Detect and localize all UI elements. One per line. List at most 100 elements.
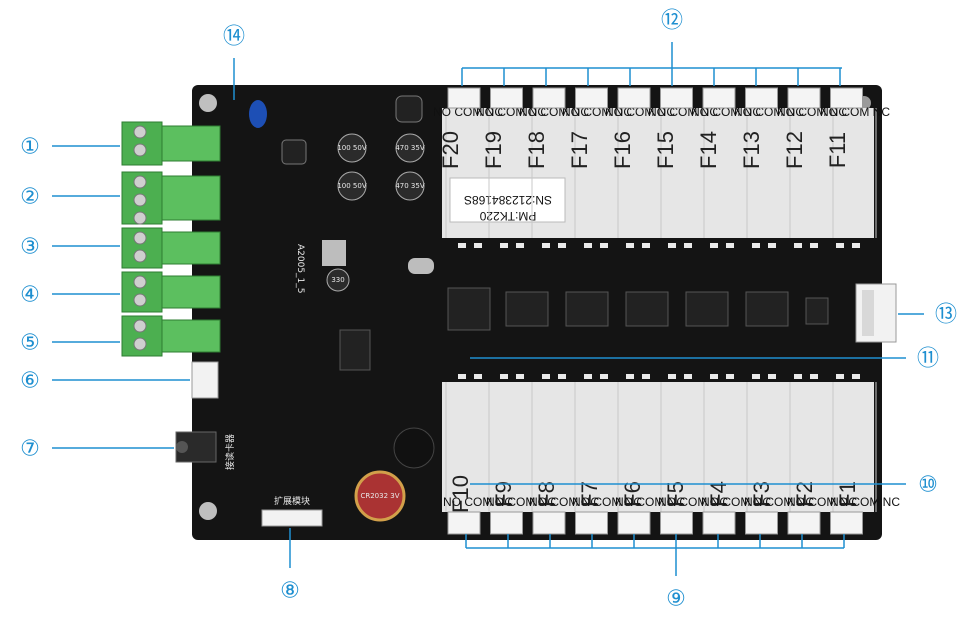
terminal-screw xyxy=(133,249,147,263)
led xyxy=(794,243,802,248)
driver-chip xyxy=(565,291,609,327)
bottom-connector xyxy=(702,511,736,535)
top-relay-label: F17 xyxy=(567,131,592,169)
terminal-screw xyxy=(133,211,147,225)
driver-chip xyxy=(745,291,789,327)
terminal-block-body xyxy=(161,319,221,353)
serial-sticker xyxy=(449,177,566,223)
pin-label: NO COM NC xyxy=(572,495,642,509)
top-relay-label: F20 xyxy=(438,131,463,169)
led xyxy=(726,374,734,379)
callout-leader-12 xyxy=(461,42,842,86)
terminal-screw xyxy=(133,231,147,245)
terminal-screw xyxy=(133,143,147,157)
top-connector xyxy=(617,87,651,109)
top-connector xyxy=(702,87,736,109)
top-connector xyxy=(490,87,523,109)
led xyxy=(668,243,676,248)
callout-10: ⑩ xyxy=(918,472,938,497)
bottom-relay-label: F4 xyxy=(706,481,731,507)
driver-chip xyxy=(685,291,729,327)
led xyxy=(668,374,676,379)
reader-connector xyxy=(191,361,219,399)
top-connector xyxy=(447,87,481,109)
coin-battery xyxy=(354,470,406,522)
led xyxy=(458,243,466,248)
top-connector xyxy=(787,87,821,109)
capacitor xyxy=(395,133,425,163)
pin-label: NO COM NC xyxy=(529,495,599,509)
bottom-connector xyxy=(787,511,821,535)
small-chip xyxy=(805,297,829,325)
led xyxy=(768,243,776,248)
top-relay-label: F16 xyxy=(610,131,635,169)
battery-label: CR2032 3V xyxy=(360,492,399,500)
pin-label: NO COM NC xyxy=(830,495,900,509)
capacitor xyxy=(326,268,350,292)
led xyxy=(810,243,818,248)
top-relay-label: F12 xyxy=(782,131,807,169)
led xyxy=(458,374,466,379)
top-relay-label: F14 xyxy=(696,131,721,169)
callout-leader-9 xyxy=(465,534,845,576)
terminal-screw xyxy=(133,293,147,307)
cap-label: 100 50V xyxy=(337,182,366,190)
led xyxy=(516,374,524,379)
led xyxy=(684,243,692,248)
callout-3: ③ xyxy=(20,234,40,259)
callout-1: ① xyxy=(20,134,40,159)
led xyxy=(810,374,818,379)
led xyxy=(836,243,844,248)
bottom-connector xyxy=(617,511,651,535)
led xyxy=(542,374,550,379)
led xyxy=(752,243,760,248)
model-number: PM:TK220 xyxy=(479,209,536,223)
terminal-screw xyxy=(133,193,147,207)
pin-label: NO COM NC xyxy=(744,495,814,509)
led xyxy=(584,243,592,248)
bottom-relay-label: F6 xyxy=(620,481,645,507)
main-chip xyxy=(339,329,371,371)
driver-chips xyxy=(505,291,789,327)
callout-12: ⑫ xyxy=(661,8,683,33)
bottom-relay-label: F5 xyxy=(663,481,688,507)
cap-label: 470 35V xyxy=(395,182,424,190)
cap-label: 470 35V xyxy=(395,144,424,152)
capacitor xyxy=(395,171,425,201)
callout-4: ④ xyxy=(20,282,40,307)
mounting-hole xyxy=(199,502,217,520)
led xyxy=(500,374,508,379)
led xyxy=(558,243,566,248)
bottom-relay-label: F3 xyxy=(749,481,774,507)
led xyxy=(710,374,718,379)
led xyxy=(768,374,776,379)
led xyxy=(794,374,802,379)
callout-leaders xyxy=(52,42,924,576)
callout-2: ② xyxy=(20,184,40,209)
green-terminal-blocks xyxy=(121,121,221,357)
pin-label: NO COM NC xyxy=(486,495,556,509)
cap-label: 330 xyxy=(331,276,344,284)
led xyxy=(710,243,718,248)
terminal-block-body xyxy=(161,231,221,265)
inductor xyxy=(281,139,307,165)
expansion-connector xyxy=(261,509,323,527)
top-connector xyxy=(532,87,566,109)
bottom-connector xyxy=(830,511,863,535)
mounting-hole xyxy=(199,94,217,112)
driver-chip xyxy=(625,291,669,327)
top-connector xyxy=(830,87,863,109)
bottom-connector xyxy=(490,511,523,535)
callout-6: ⑥ xyxy=(20,368,40,393)
driver-chip xyxy=(505,291,549,327)
bottom-relay-label: F10 xyxy=(448,475,473,513)
relay-dividers xyxy=(445,108,877,512)
capacitor xyxy=(337,133,367,163)
bottom-panel-label: 扩展模块 xyxy=(274,495,310,507)
callout-11: ⑪ xyxy=(917,346,939,371)
led xyxy=(626,374,634,379)
led xyxy=(852,374,860,379)
